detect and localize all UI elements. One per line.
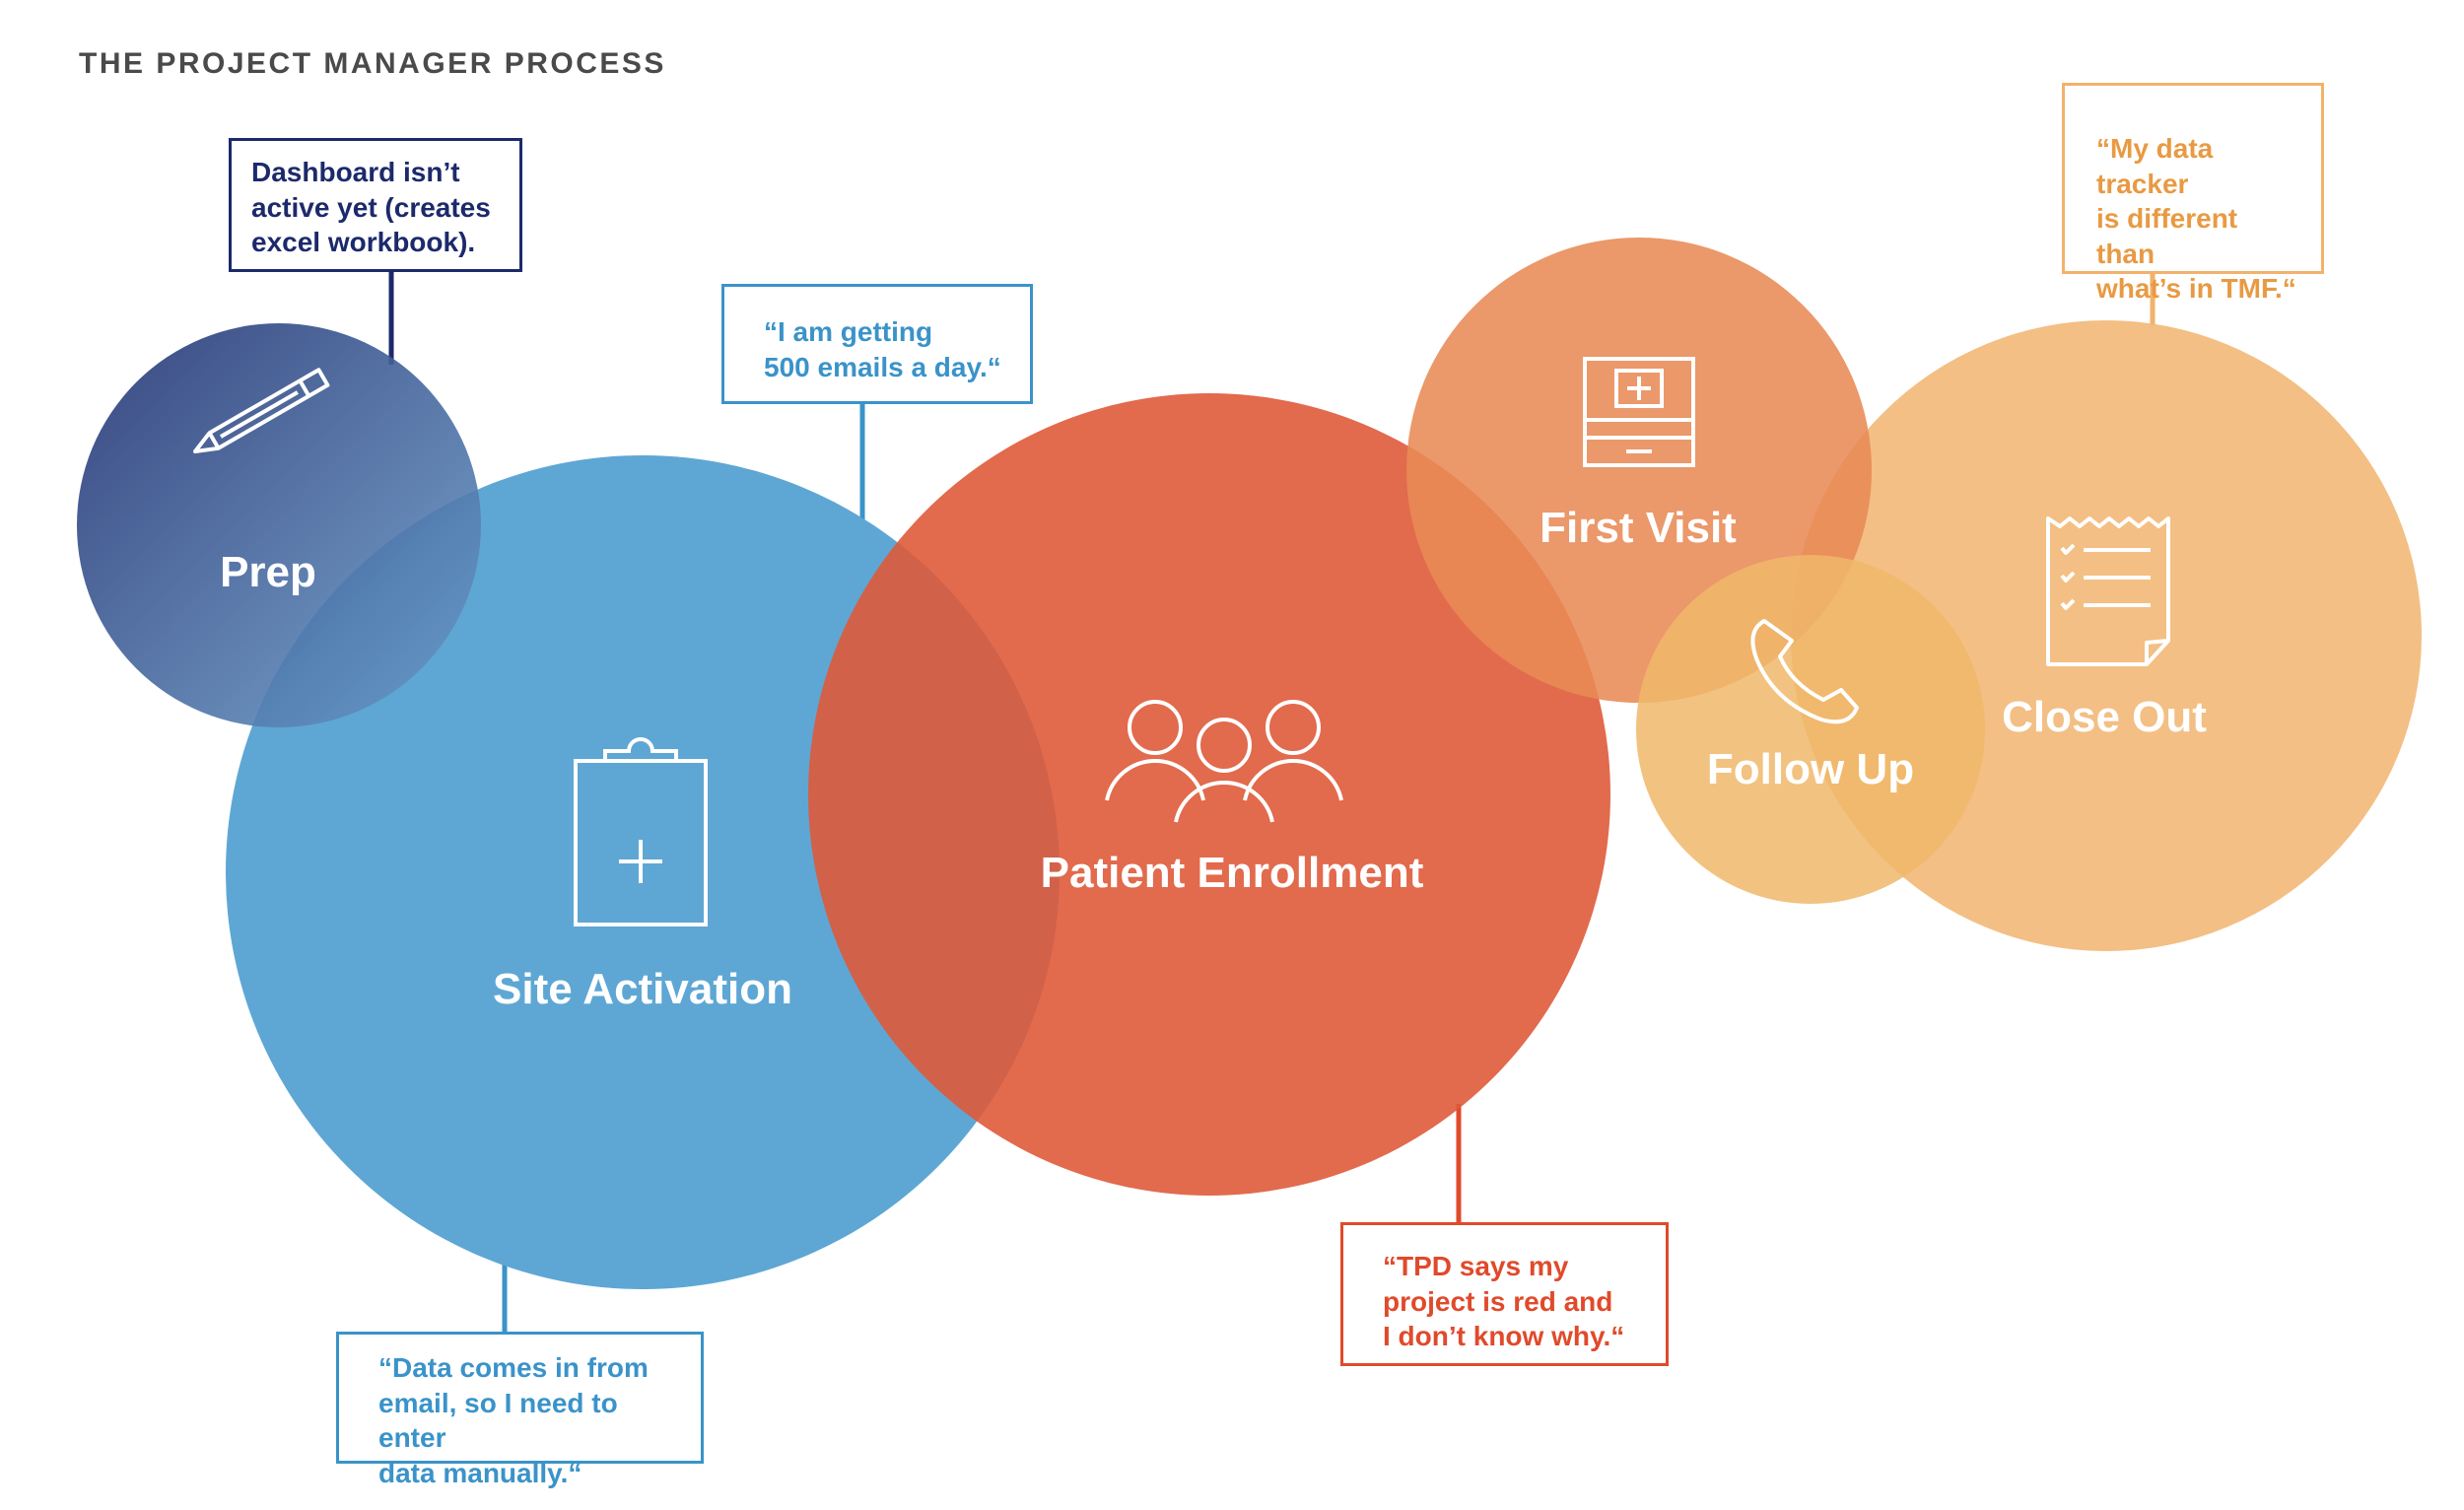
phone-icon: [1750, 619, 1859, 724]
prep-circle: [77, 323, 481, 727]
follow-up-circle: [1636, 555, 1985, 904]
close-out-label: Close Out: [2002, 693, 2207, 741]
prep-quote-box: Dashboard isn’t active yet (creates exce…: [229, 138, 522, 272]
patient-enrollment-circle: [808, 393, 1610, 1196]
prep-label: Prep: [220, 548, 316, 596]
pencil-icon: [193, 368, 330, 453]
people-group-icon: [1105, 700, 1343, 823]
hospital-icon: [1583, 357, 1695, 467]
first-visit-label: First Visit: [1540, 504, 1737, 552]
page-title: THE PROJECT MANAGER PROCESS: [79, 47, 666, 80]
checklist-receipt-icon: [2046, 516, 2170, 666]
site-data-quote-box: “Data comes in from email, so I need to …: [336, 1332, 704, 1488]
site-emails-quote-box: “I am getting 500 emails a day.“: [721, 284, 1033, 404]
patient-enrollment-label: Patient Enrollment: [1041, 849, 1424, 897]
close-out-quote-box: “My data tracker is different than what’…: [2062, 83, 2324, 304]
follow-up-label: Follow Up: [1707, 745, 1914, 793]
enrollment-quote-box: “TPD says my project is red and I don’t …: [1340, 1222, 1669, 1366]
clipboard-plus-icon: [574, 737, 708, 927]
site-activation-label: Site Activation: [493, 965, 792, 1013]
